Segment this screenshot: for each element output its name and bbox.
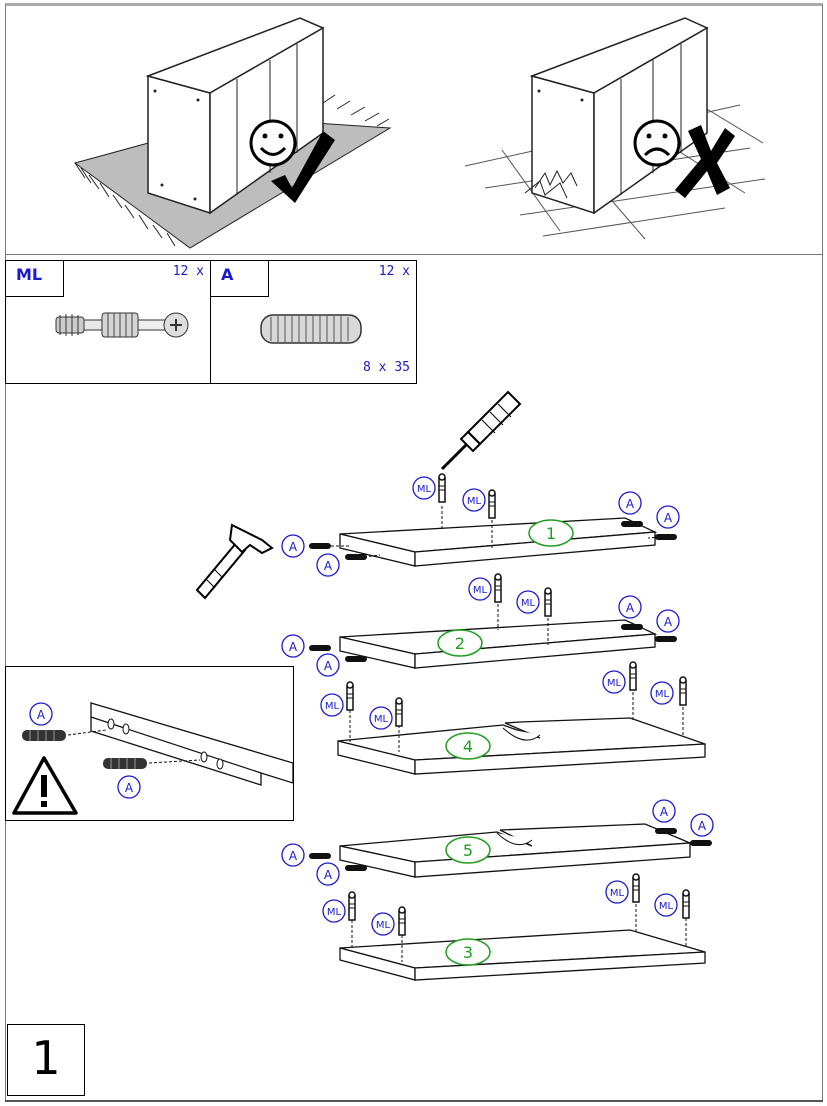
svg-text:A: A — [660, 805, 669, 819]
panel-5-illustration — [309, 823, 712, 878]
dowel-icon — [22, 730, 66, 741]
cam-lock-bolt-icon — [55, 312, 189, 338]
part-card-ml: ML 12 x — [5, 260, 211, 384]
svg-text:A: A — [324, 559, 333, 573]
part-quantity: 12 x — [378, 264, 410, 279]
part-size: 8 x 35 — [363, 360, 410, 375]
svg-text:ML: ML — [467, 496, 482, 507]
svg-text:A: A — [324, 659, 333, 673]
svg-text:ML: ML — [417, 484, 432, 495]
step-number-box: 1 — [7, 1024, 85, 1096]
panel-number-3: 3 — [445, 938, 491, 966]
svg-text:ML: ML — [521, 598, 536, 609]
callout-a: A — [690, 813, 714, 837]
panel-1-illustration — [309, 473, 677, 567]
svg-text:ML: ML — [655, 689, 670, 700]
surface-warning-panel — [5, 3, 823, 255]
panel-number-4: 4 — [445, 732, 491, 760]
callout-a: A — [652, 799, 676, 823]
dowel-icon — [103, 758, 147, 769]
part-code-label: ML — [6, 261, 64, 297]
callout-ml: ML — [650, 681, 674, 705]
part-code-label: A — [211, 261, 269, 297]
svg-text:A: A — [289, 640, 298, 654]
svg-text:ML: ML — [659, 901, 674, 912]
callout-ml: ML — [605, 880, 629, 904]
callout-a: A — [316, 653, 340, 677]
callout-a: A — [281, 634, 305, 658]
surface-illustrations — [73, 17, 766, 249]
callout-a: A — [117, 775, 141, 799]
callout-ml: ML — [654, 893, 678, 917]
svg-text:ML: ML — [610, 888, 625, 899]
panel-number-2: 2 — [437, 629, 483, 657]
panel-2-illustration — [309, 573, 677, 669]
step-number: 1 — [31, 1031, 61, 1085]
svg-text:ML: ML — [376, 920, 391, 931]
callout-a: A — [656, 505, 680, 529]
part-card-a: A 12 x 8 x 35 — [210, 260, 417, 384]
svg-text:A: A — [698, 819, 707, 833]
callout-ml: ML — [516, 590, 540, 614]
screwdriver-icon — [440, 390, 522, 471]
svg-text:3: 3 — [463, 943, 473, 962]
svg-text:A: A — [664, 511, 673, 525]
hammer-icon — [195, 523, 274, 600]
page-border-bottom — [5, 1100, 823, 1102]
svg-text:ML: ML — [473, 585, 488, 596]
warning-triangle-icon — [12, 756, 78, 815]
svg-text:A: A — [289, 540, 298, 554]
svg-text:ML: ML — [607, 678, 622, 689]
callout-a: A — [281, 843, 305, 867]
callout-ml: ML — [322, 899, 346, 923]
panel-number-1: 1 — [528, 519, 574, 547]
panel-3-illustration — [339, 873, 706, 981]
svg-text:A: A — [626, 497, 635, 511]
svg-text:4: 4 — [463, 737, 473, 756]
svg-text:A: A — [289, 849, 298, 863]
callout-a: A — [656, 609, 680, 633]
svg-text:A: A — [324, 868, 333, 882]
checkmark-icon — [271, 131, 335, 203]
sad-face-icon — [633, 119, 681, 167]
callout-a: A — [281, 534, 305, 558]
svg-text:ML: ML — [374, 714, 389, 725]
callout-a: A — [29, 702, 53, 726]
wooden-dowel-icon — [260, 314, 362, 344]
callout-ml: ML — [468, 577, 492, 601]
callout-a: A — [618, 491, 642, 515]
callout-ml: ML — [320, 693, 344, 717]
svg-text:A: A — [664, 615, 673, 629]
svg-text:5: 5 — [463, 841, 473, 860]
callout-a: A — [316, 553, 340, 577]
svg-text:1: 1 — [546, 524, 556, 543]
svg-text:ML: ML — [327, 907, 342, 918]
svg-text:A: A — [37, 708, 46, 722]
callout-ml: ML — [371, 912, 395, 936]
svg-text:ML: ML — [325, 701, 340, 712]
panel-edge-closeup — [90, 702, 293, 786]
panel-number-5: 5 — [445, 836, 491, 864]
callout-a: A — [316, 862, 340, 886]
callout-ml: ML — [412, 476, 436, 500]
part-quantity: 12 x — [172, 264, 204, 279]
svg-text:A: A — [626, 601, 635, 615]
cross-mark-icon — [675, 125, 735, 198]
callout-a: A — [618, 595, 642, 619]
callout-ml: ML — [602, 670, 626, 694]
panel-4-illustration — [337, 661, 706, 775]
dowel-detail-inset: A A — [5, 666, 294, 821]
svg-text:A: A — [125, 781, 134, 795]
callout-ml: ML — [462, 488, 486, 512]
callout-ml: ML — [369, 706, 393, 730]
svg-text:2: 2 — [455, 634, 465, 653]
page-border-right — [822, 255, 823, 1100]
smiley-face-icon — [249, 119, 297, 167]
